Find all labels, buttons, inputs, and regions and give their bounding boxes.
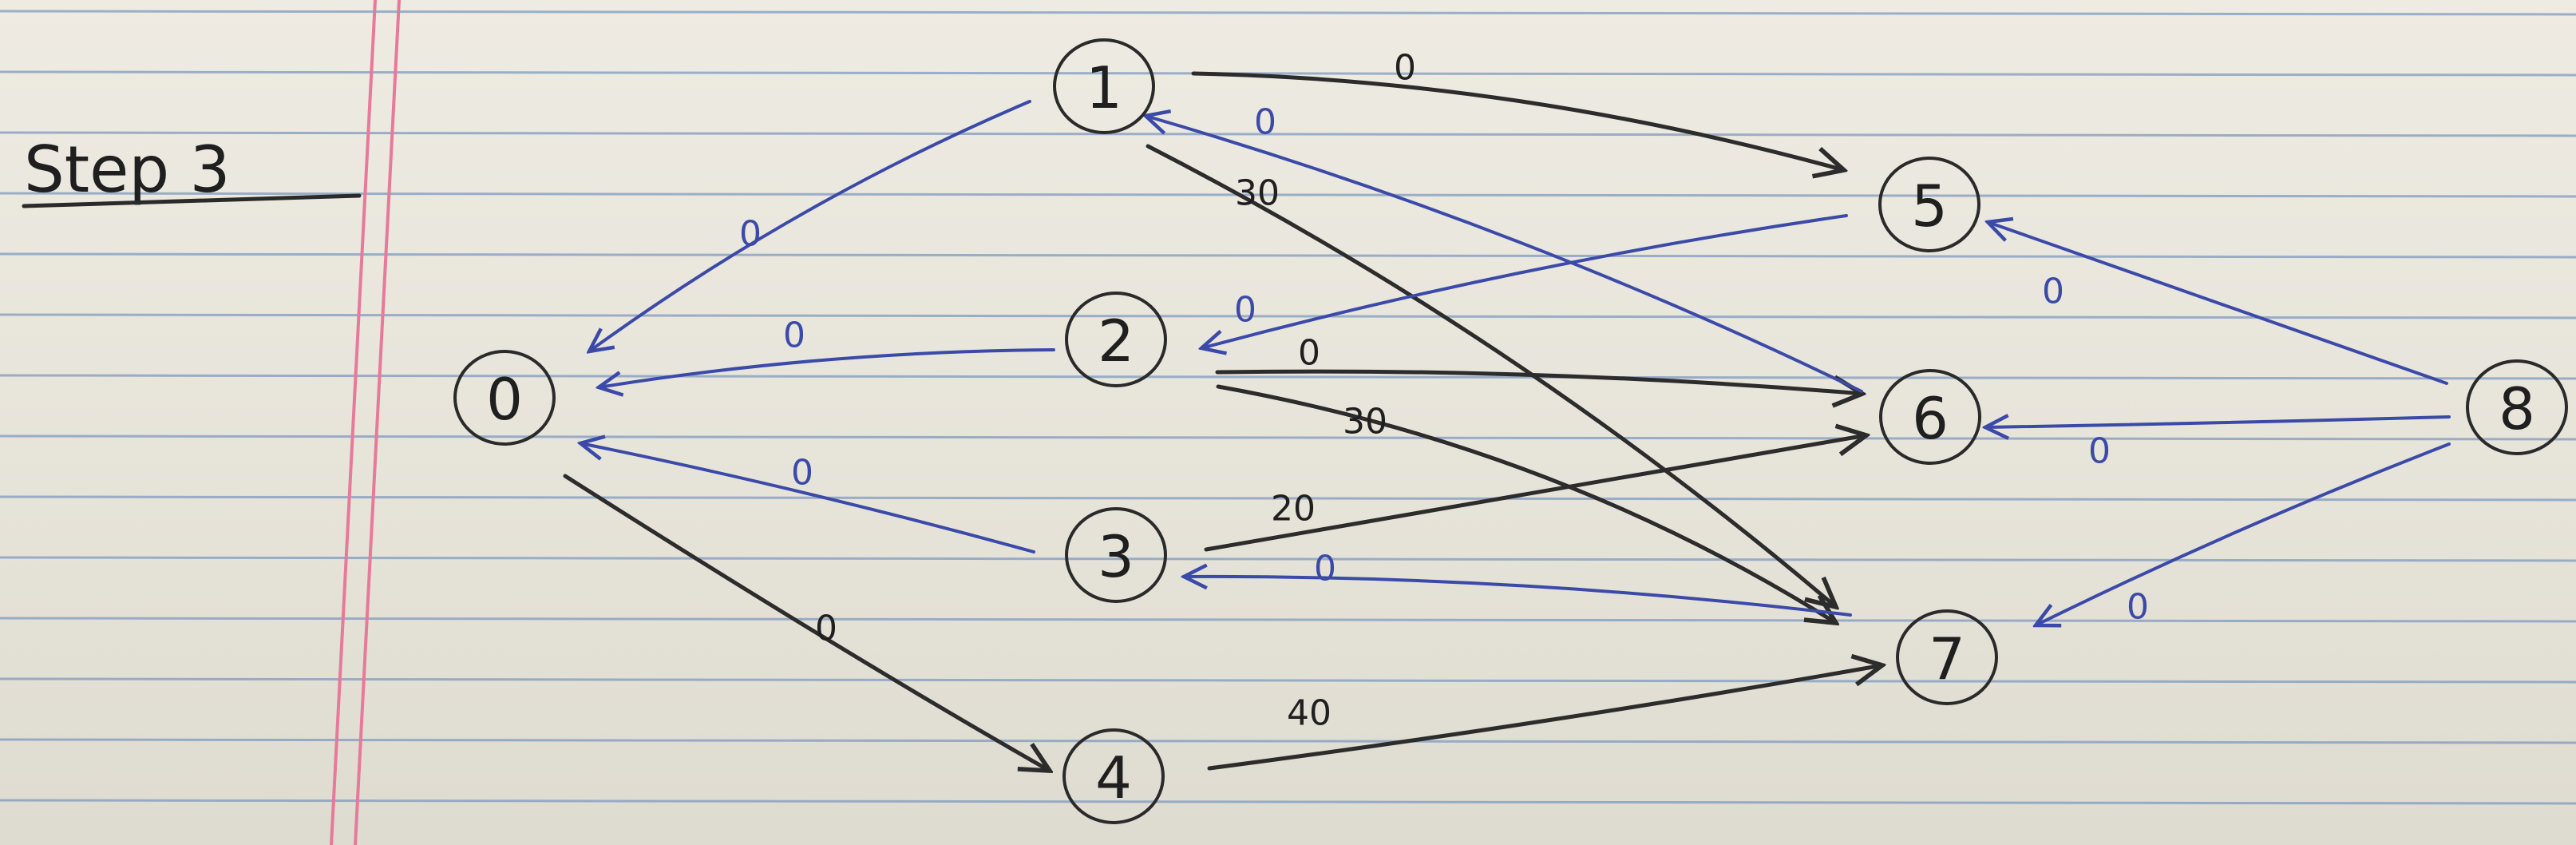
node-label: 7 [1929,625,1965,692]
edge-arrow [1146,144,1836,607]
edge-weight-label: 0 [815,609,837,649]
node-5: 5 [1878,157,1980,252]
node-label: 2 [1098,307,1134,375]
node-label: 3 [1098,523,1134,590]
edge-3-to-0: 0 [580,443,1035,553]
edge-1-to-5: 0 [1191,48,1844,171]
title-underline [22,193,362,208]
edge-3-to-6: 20 [1204,435,1866,552]
edge-arrow [1201,214,1848,348]
edge-7-to-3: 0 [1184,549,1852,617]
edge-5-to-2: 0 [1201,214,1848,348]
edge-weight-label: 0 [1254,102,1276,143]
node-label: 6 [1912,385,1949,452]
step-title: Step 3 [22,133,362,208]
rule-line [0,617,2576,623]
edge-weight-label: 0 [791,453,813,494]
node-circle [1065,507,1167,603]
edge-4-to-7: 40 [1207,665,1882,771]
edge-weight-label: 0 [739,214,762,255]
edge-weight-label: 20 [1271,489,1316,530]
node-circle [1878,157,1980,252]
node-label: 0 [486,366,523,433]
step-title-text: Step 3 [24,133,230,207]
edge-2-to-6: 0 [1215,333,1862,395]
edge-0-to-4: 0 [563,474,1050,771]
rule-line [0,10,2576,16]
edge-weight-label: 0 [2042,272,2064,312]
node-7: 7 [1896,609,1998,705]
edge-weight-label: 0 [2088,431,2111,472]
edges: 0 30 0 30 20 0 40 0 0 0 0 0 0 0 0 0 [563,48,2451,772]
edge-weight-label: 0 [1298,333,1320,374]
margin-line [354,0,401,845]
node-8: 8 [2466,359,2568,455]
edge-2-to-0: 0 [599,315,1055,388]
edge-arrow [2036,442,2451,625]
edge-8-to-6: 0 [1985,417,2451,472]
rule-line [0,131,2576,137]
edge-weight-label: 30 [1235,173,1280,214]
edge-weight-label: 40 [1287,693,1332,734]
rule-line [0,556,2576,562]
edge-weight-label: 0 [2127,587,2149,628]
node-label: 4 [1095,744,1132,811]
node-label: 1 [1086,54,1122,121]
rule-line [0,313,2576,319]
edge-arrow [1215,369,1862,394]
node-label: 5 [1911,173,1948,240]
edge-1-to-0: 0 [589,100,1031,351]
edge-arrow [1216,384,1836,623]
edge-weight-label: 0 [1394,48,1416,89]
rule-line [0,252,2576,259]
node-2: 2 [1065,292,1167,387]
rule-line [0,434,2576,441]
edge-arrow [1207,665,1882,771]
edge-2-to-7: 30 [1216,384,1836,623]
edge-8-to-5: 0 [1988,222,2448,385]
edge-weight-label: 0 [783,315,805,356]
node-circle [1065,292,1167,387]
node-circle [2466,359,2568,455]
node-label: 8 [2499,375,2535,442]
node-1: 1 [1053,38,1155,134]
edge-weight-label: 30 [1343,402,1387,442]
edge-weight-label: 0 [1314,549,1336,589]
nodes: 0 1 2 3 4 5 6 7 8 [453,38,2568,824]
node-circle [1062,728,1165,824]
node-circle [1896,609,1998,705]
edge-arrow [599,348,1055,387]
rule-line [0,192,2576,198]
node-4: 4 [1062,728,1165,824]
rule-line [0,738,2576,744]
rule-line [0,677,2576,684]
rule-line [0,374,2576,380]
edge-arrow [589,100,1031,351]
edge-6-to-1: 0 [1146,102,1863,393]
edge-weight-label: 0 [1234,290,1256,331]
margin-line [330,0,377,845]
rule-line [0,495,2576,502]
node-6: 6 [1879,369,1981,465]
edge-arrow [1204,435,1866,552]
edge-arrow [563,474,1050,771]
edge-arrow [1184,577,1852,617]
edge-arrow [1146,116,1863,393]
node-circle [1053,38,1155,134]
node-circle [1879,369,1981,465]
edge-arrow [1988,222,2448,385]
edge-arrow [1191,71,1844,170]
node-0: 0 [453,350,556,446]
edge-1-to-7: 30 [1146,144,1836,607]
node-3: 3 [1065,507,1167,603]
edge-arrow [1985,417,2451,427]
edge-8-to-7: 0 [2036,442,2451,628]
edge-arrow [580,443,1035,553]
rule-line [0,799,2576,805]
rule-line [0,70,2576,77]
node-circle [453,350,556,446]
